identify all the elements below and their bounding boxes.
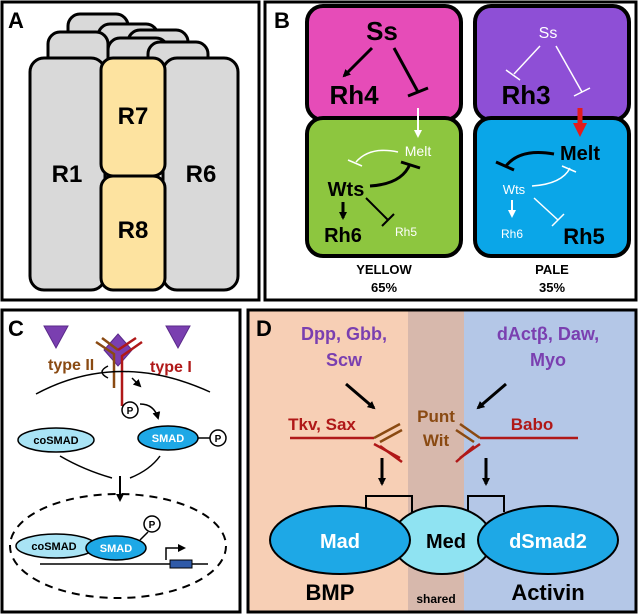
bmp-ligands-line1: Dpp, Gbb,	[301, 324, 387, 344]
pale-label: PALE	[535, 262, 569, 277]
bmp-ligands-line2: Scw	[326, 350, 363, 370]
smad-cytoplasm-label: SMAD	[152, 433, 184, 445]
pale-percent: 35%	[539, 280, 565, 295]
panel-c: C type II type I P coSMAD SMAD P	[0, 308, 242, 614]
pale-bottom-box	[473, 116, 631, 258]
phospho-circle-smad	[209, 429, 227, 447]
yellow-label: YELLOW	[356, 262, 412, 277]
nucleus	[9, 493, 227, 599]
phospho-label-receptor: P	[127, 406, 134, 417]
label-r6: R6	[186, 161, 217, 188]
pale-melt: Melt	[560, 143, 600, 165]
pale-rh3: Rh3	[501, 80, 550, 110]
label-r8: R8	[118, 217, 149, 244]
pale-rh6: Rh6	[501, 227, 523, 241]
activin-label: Activin	[511, 580, 584, 605]
phospho-label-smad: P	[215, 434, 222, 445]
panel-d: D Dpp, Gbb, Scw dActβ, Daw, Myo Tkv, Sax…	[246, 308, 638, 614]
label-type-ii: type II	[48, 357, 94, 374]
yellow-rh4: Rh4	[329, 80, 379, 110]
panel-a-letter: A	[8, 8, 24, 33]
panel-c-letter: C	[8, 316, 24, 341]
smad-nucleus	[85, 535, 147, 561]
ligand-triangle-right	[165, 325, 191, 350]
pale-rh5: Rh5	[563, 224, 605, 249]
target-gene	[169, 559, 193, 569]
activin-ligands-line1: dActβ, Daw,	[497, 324, 599, 344]
panel-d-letter: D	[256, 316, 272, 341]
mad-ellipse	[269, 505, 411, 575]
panel-a: A R1 R7 R8 R6	[0, 0, 261, 302]
cell-r8	[99, 174, 167, 292]
yellow-rh5: Rh5	[395, 225, 417, 239]
shared-label: shared	[416, 592, 455, 606]
tkv-sax: Tkv, Sax	[288, 415, 356, 434]
cosmad-cytoplasm-label: coSMAD	[33, 435, 78, 447]
panel-b-letter: B	[274, 8, 290, 33]
cell-r6	[161, 56, 240, 292]
panel-b: B Ss Rh4 Melt Wts Rh6 Rh5 YELLOW 65% Ss …	[263, 0, 638, 302]
ligand-triangle-left	[43, 325, 69, 350]
pale-top-box	[473, 4, 631, 122]
cosmad-nucleus-label: coSMAD	[31, 541, 76, 553]
mad-label: Mad	[320, 531, 360, 553]
label-type-i: type I	[150, 359, 192, 376]
pale-wts: Wts	[503, 182, 526, 197]
phospho-label-nucleus: P	[149, 520, 156, 531]
phospho-circle-receptor	[121, 401, 139, 419]
pale-ss: Ss	[539, 25, 558, 42]
yellow-bottom-box	[305, 116, 463, 258]
label-r7: R7	[118, 103, 149, 130]
babo: Babo	[511, 415, 554, 434]
bmp-label: BMP	[306, 580, 355, 605]
med-label: Med	[426, 531, 466, 553]
punt: Punt	[417, 407, 455, 426]
phospho-circle-nucleus	[143, 515, 161, 533]
yellow-ss: Ss	[366, 16, 398, 46]
yellow-melt: Melt	[405, 143, 432, 159]
yellow-wts: Wts	[328, 179, 365, 201]
dsmad2-label: dSmad2	[509, 531, 587, 553]
cosmad-cytoplasm	[17, 427, 95, 453]
dsmad2-ellipse	[477, 505, 619, 575]
wit: Wit	[423, 431, 450, 450]
yellow-rh6: Rh6	[324, 225, 362, 247]
label-r1: R1	[52, 161, 83, 188]
activin-ligands-line2: Myo	[530, 350, 566, 370]
yellow-percent: 65%	[371, 280, 397, 295]
smad-nucleus-label: SMAD	[100, 543, 132, 555]
